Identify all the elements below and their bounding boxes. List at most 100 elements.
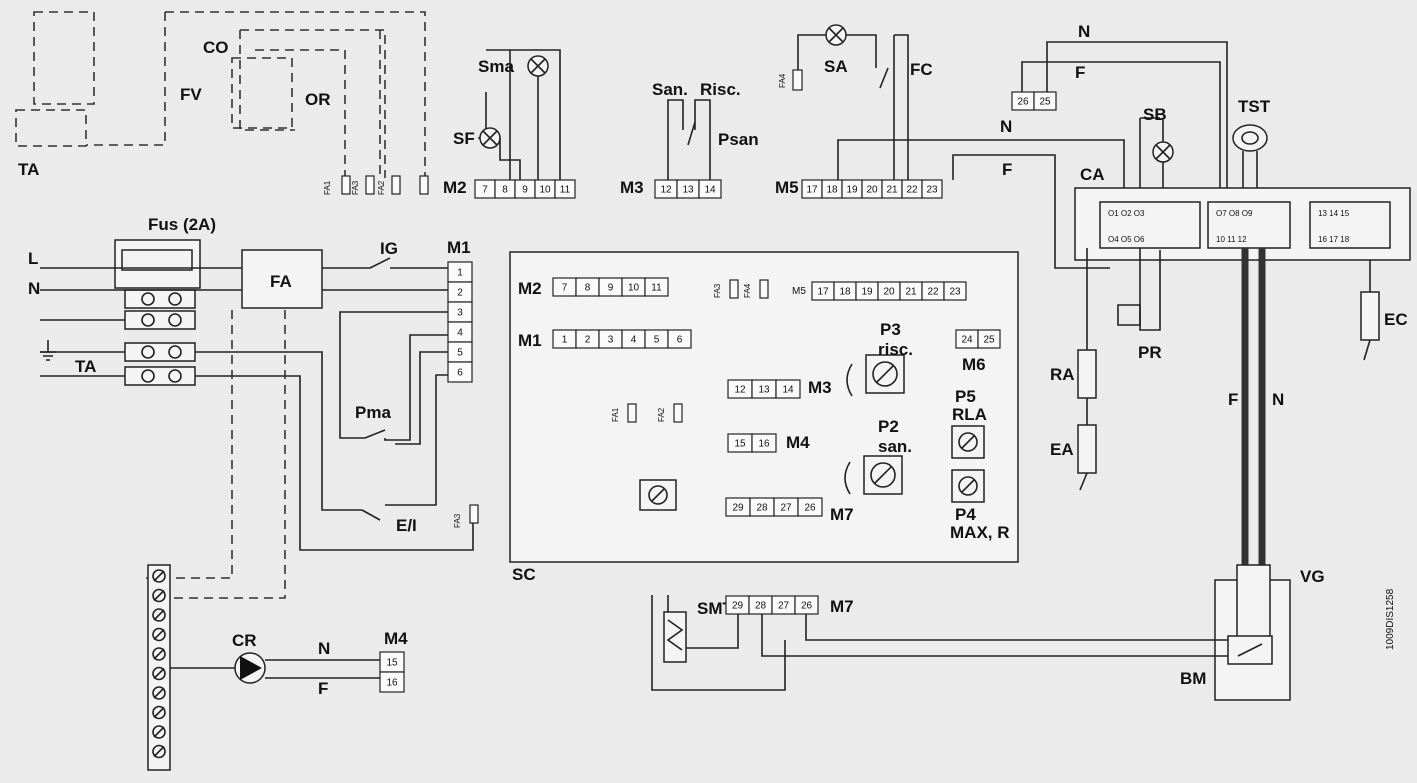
earth-screw-icon — [152, 569, 166, 583]
smt-sensor-icon — [663, 611, 687, 663]
m1-terminal-6 — [667, 329, 692, 349]
p5-sub-label: RLA — [952, 405, 987, 424]
ca-pins-4: 10 11 12 — [1216, 235, 1247, 244]
fa3-sc: FA3 — [713, 283, 722, 298]
m6-terminal-25 — [977, 329, 1001, 349]
m7ext-terminal-26 — [794, 595, 819, 615]
ca-block: SB TST CA O1 O2 O3 O4 O5 O6 O7 O8 O9 10 … — [1074, 97, 1411, 261]
m2-terminal-label-11: 11 — [651, 283, 662, 294]
m2-terminal-label-10: 10 — [539, 185, 551, 196]
fv-label: FV — [180, 85, 202, 104]
terminal-screw-icon — [168, 345, 182, 359]
ca-pins-2: O4 O5 O6 — [1108, 235, 1145, 244]
ei-label: E/I — [396, 516, 417, 535]
m7-label-sc: M7 — [830, 505, 854, 524]
m2-label: M2 — [443, 178, 467, 197]
terminal-screw-icon — [168, 369, 182, 383]
m7-terminal-label-26: 26 — [804, 503, 816, 514]
or-label: OR — [305, 90, 331, 109]
sc-label: SC — [512, 565, 536, 584]
pr-label: PR — [1138, 343, 1162, 362]
san-label: San. — [652, 80, 688, 99]
pma-ei-switches: FA3 Pma E/I — [195, 311, 479, 551]
f-label-top: F — [1075, 63, 1085, 82]
terminal-screw-icon — [141, 313, 155, 327]
ca-label: CA — [1080, 165, 1105, 184]
m3-terminal-14 — [775, 379, 801, 399]
co-label: CO — [203, 38, 229, 57]
m5-terminal-label-22: 22 — [906, 185, 918, 196]
m5-label: M5 — [775, 178, 799, 197]
f-label-pump: F — [318, 679, 328, 698]
doc-id: 1009DIS1258 — [1385, 588, 1396, 650]
ea-electrode-icon — [1077, 424, 1097, 474]
ta-left-label: TA — [75, 357, 96, 376]
m1ext-terminal-label-4: 4 — [457, 328, 463, 339]
m5-terminal-label-18: 18 — [839, 287, 851, 298]
n-label-left: N — [28, 279, 40, 298]
m3-terminal-14 — [698, 179, 722, 199]
n-label-cable: N — [1272, 390, 1284, 409]
m5-terminal-label-23: 23 — [949, 287, 961, 298]
m1ext-terminal-label-6: 6 — [457, 368, 463, 379]
m4-label-sc: M4 — [786, 433, 810, 452]
p3-label: P3 — [880, 320, 901, 339]
pump-block: CR N F M4 — [170, 629, 408, 698]
m3-terminal-label-12: 12 — [734, 385, 746, 396]
n-label-top: N — [1078, 22, 1090, 41]
earth-dashed-lines — [145, 310, 286, 599]
l-label: L — [28, 249, 38, 268]
m5-terminal-label-19: 19 — [846, 185, 858, 196]
fus-label: Fus (2A) — [148, 215, 216, 234]
ca-pins-6: 16 17 18 — [1318, 235, 1350, 244]
m2-terminal-label-9: 9 — [522, 185, 528, 196]
fa-label: FA — [270, 272, 292, 291]
smt-block: SMT M7 — [651, 595, 1228, 691]
f-label-m5: F — [1002, 160, 1012, 179]
sa-label: SA — [824, 57, 848, 76]
m5-terminal-label-20: 20 — [883, 287, 895, 298]
p2-sub-label: san. — [878, 437, 912, 456]
ca-pins-3: O7 O8 O9 — [1216, 209, 1253, 218]
terminal-screw-icon — [168, 292, 182, 306]
earth-screw-icon — [152, 666, 166, 681]
fa3-left: FA3 — [453, 513, 462, 528]
m4ext-terminal-16 — [379, 671, 405, 693]
m5-terminal-label-21: 21 — [905, 287, 917, 298]
earth-screw-icon — [152, 627, 166, 642]
earth-screw-icon — [152, 705, 166, 720]
earth-screw-icon — [152, 647, 166, 661]
m6-terminal-label-24: 24 — [961, 335, 973, 346]
ra-electrode-icon — [1077, 349, 1097, 399]
psan-label: Psan — [718, 130, 759, 149]
m5-terminal-label-21: 21 — [886, 185, 898, 196]
p4-sub-label: MAX, R — [950, 523, 1010, 542]
terminal-screw-icon — [141, 345, 155, 359]
m4-terminal-16 — [751, 433, 777, 453]
fa1-top: FA1 — [323, 180, 332, 195]
m2-terminal-label-9: 9 — [608, 283, 614, 294]
m1ext-terminal-label-5: 5 — [457, 348, 463, 359]
fa-filter-box — [241, 249, 323, 309]
fa4-top: FA4 — [778, 73, 787, 88]
risc-label: Risc. — [700, 80, 741, 99]
earth-screw-icon — [152, 725, 166, 739]
m1ext-terminal-label-3: 3 — [457, 308, 463, 319]
pma-label: Pma — [355, 403, 391, 422]
m6top-terminal-25 — [1033, 91, 1057, 111]
m5-terminal-label-17: 17 — [806, 185, 818, 196]
terminal-screw-icon — [141, 369, 155, 383]
ca-pins-5: 13 14 15 — [1318, 209, 1350, 218]
m5-terminal-label-22: 22 — [927, 287, 939, 298]
fa3-top: FA3 — [351, 180, 360, 195]
m7ext-terminal-label-29: 29 — [732, 601, 744, 612]
m1ext-terminal-6 — [447, 361, 473, 383]
fa4-sc: FA4 — [743, 283, 752, 298]
m2-terminal-label-7: 7 — [562, 283, 568, 294]
p3-sub-label: risc. — [878, 340, 913, 359]
